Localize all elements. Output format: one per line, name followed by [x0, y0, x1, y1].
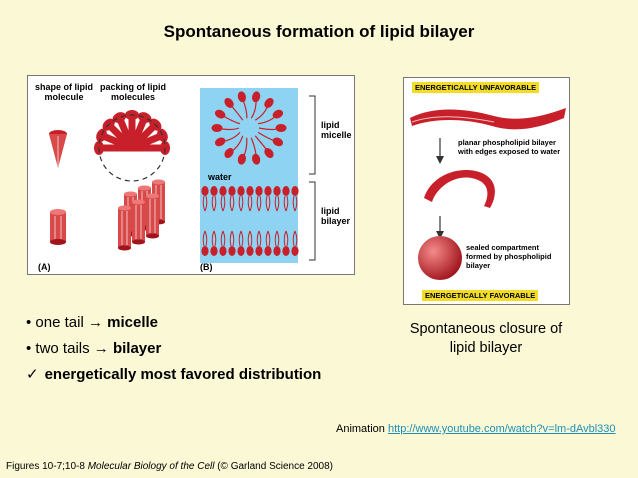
- packed-cones: [94, 110, 170, 155]
- cone-lipid-shape: [49, 130, 67, 168]
- unfavorable-bar: ENERGETICALLY UNFAVORABLE: [412, 82, 540, 93]
- bullet-micelle: • one tail → micelle: [26, 314, 158, 331]
- animation-link[interactable]: http://www.youtube.com/watch?v=lm-dAvbl3…: [387, 423, 616, 435]
- animation-line: Animation http://www.youtube.com/watch?v…: [336, 423, 616, 435]
- bullet-favored: ✓energetically most favored distribution: [26, 366, 322, 383]
- micelle: [211, 91, 287, 165]
- bilayer: [201, 186, 299, 256]
- closure-illustration: [410, 108, 566, 280]
- lipid-packing-illustration: [49, 88, 316, 263]
- sealed-vesicle: [418, 236, 462, 280]
- bullet-bilayer: • two tails → bilayer: [26, 340, 162, 357]
- bullet-list: • one tail → micelle • two tails → bilay…: [26, 310, 321, 388]
- packed-cylinders: [118, 179, 165, 251]
- cylinder-lipid-shape: [50, 209, 66, 245]
- planar-bilayer: [410, 108, 566, 130]
- bilayer-closure-figure: ENERGETICALLY UNFAVORABLE planar phospho…: [403, 77, 570, 305]
- slide-title: Spontaneous formation of lipid bilayer: [163, 22, 475, 41]
- checkmark-icon: ✓: [26, 366, 39, 383]
- favorable-bar: ENERGETICALLY FAVORABLE: [422, 290, 539, 301]
- curving-bilayer: [424, 169, 495, 208]
- panel-b-label: (B): [200, 262, 213, 272]
- water-label: water: [208, 172, 232, 182]
- panel-a-label: (A): [38, 262, 51, 272]
- figure-credit: Figures 10-7;10-8 Molecular Biology of t…: [6, 461, 333, 472]
